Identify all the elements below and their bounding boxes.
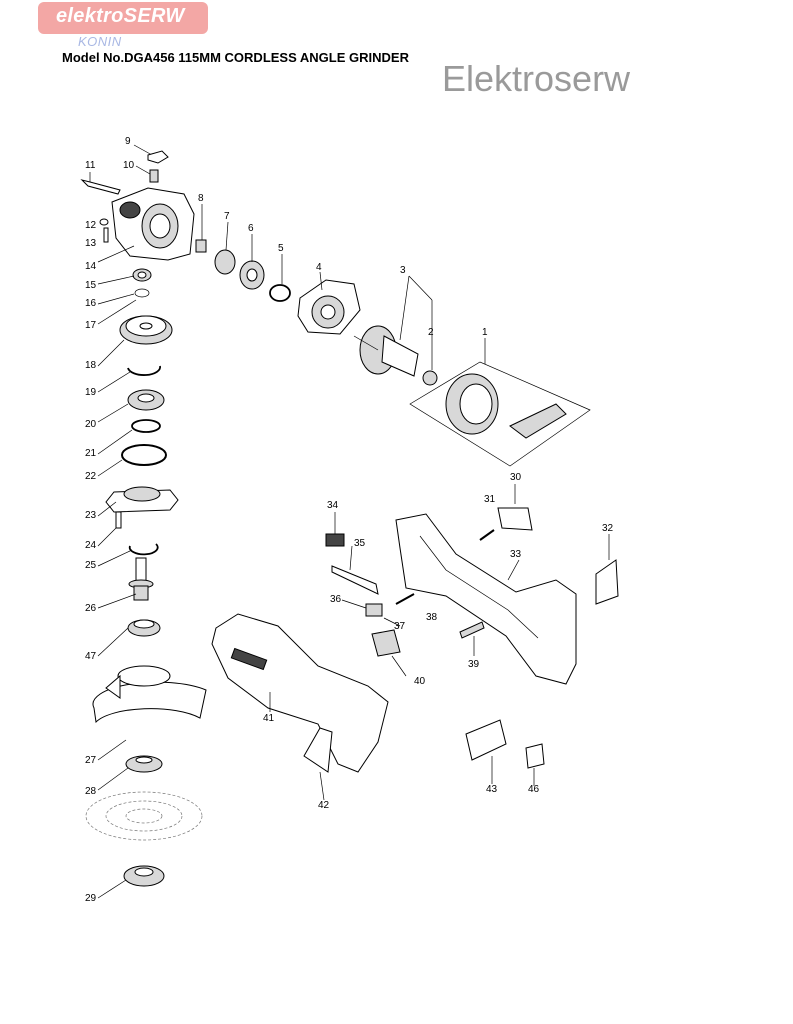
part-10-spring xyxy=(135,165,159,183)
part-13-pin xyxy=(103,227,109,243)
label-part-47: 47 xyxy=(85,651,97,662)
label-part-28: 28 xyxy=(85,786,97,797)
part-15-bearing xyxy=(132,268,152,282)
part-9-lock-button xyxy=(133,144,169,164)
part-40-controller xyxy=(371,629,401,657)
label-part-43: 43 xyxy=(486,784,498,795)
logo-text: elektroSERW xyxy=(56,5,185,27)
part-21-retaining-ring xyxy=(131,419,161,433)
label-part-10: 10 xyxy=(123,160,135,171)
part-42-hook xyxy=(303,727,333,773)
part-38-spring xyxy=(395,593,415,605)
label-part-9: 9 xyxy=(125,136,131,147)
label-part-35: 35 xyxy=(354,538,366,549)
label-part-17: 17 xyxy=(85,320,97,331)
grinding-wheel-outline xyxy=(85,791,203,841)
label-part-27: 27 xyxy=(85,755,97,766)
label-part-1: 1 xyxy=(482,327,488,338)
part-5-o-ring xyxy=(269,284,291,302)
label-part-46: 46 xyxy=(528,784,540,795)
label-part-33: 33 xyxy=(510,549,522,560)
label-part-40: 40 xyxy=(414,676,426,687)
label-part-42: 42 xyxy=(318,800,330,811)
label-part-7: 7 xyxy=(224,211,230,222)
part-8-nut xyxy=(195,239,207,253)
logo-subtext: KONIN xyxy=(78,34,122,49)
part-35-switch-lever xyxy=(331,565,379,595)
label-part-41: 41 xyxy=(263,713,275,724)
label-part-16: 16 xyxy=(85,298,97,309)
watermark: Elektroserw xyxy=(442,58,631,99)
label-part-31: 31 xyxy=(484,494,496,505)
label-part-13: 13 xyxy=(85,238,97,249)
label-part-20: 20 xyxy=(85,419,97,430)
part-1-stator xyxy=(409,361,591,467)
part-29-lock-nut xyxy=(123,865,165,887)
part-26-spindle xyxy=(128,557,154,601)
part-6-ball-bearing xyxy=(239,260,265,290)
logo-background xyxy=(38,2,208,34)
label-part-4: 4 xyxy=(316,262,322,273)
label-part-23: 23 xyxy=(85,510,97,521)
part-47-collar xyxy=(127,619,161,637)
part-33-housing-right xyxy=(395,513,577,685)
label-part-39: 39 xyxy=(468,659,480,670)
part-30-name-plate xyxy=(497,507,533,531)
part-41-housing-left xyxy=(211,613,389,773)
label-part-2: 2 xyxy=(428,327,434,338)
label-part-18: 18 xyxy=(85,360,97,371)
part-46-label xyxy=(525,743,545,769)
label-part-11: 11 xyxy=(85,160,96,171)
label-part-36: 36 xyxy=(330,594,342,605)
part-19-ring-spring xyxy=(127,365,161,376)
part-2-ball-bearing xyxy=(422,370,438,386)
label-part-25: 25 xyxy=(85,560,97,571)
label-part-34: 34 xyxy=(327,500,339,511)
label-part-8: 8 xyxy=(198,193,204,204)
part-23-bearing-box xyxy=(105,486,179,513)
part-labels: 9 10 11 12 13 14 15 16 17 18 19 20 21 22… xyxy=(85,136,614,904)
part-36-switch xyxy=(365,603,383,617)
page-title: Model No.DGA456 115MM CORDLESS ANGLE GRI… xyxy=(62,50,409,65)
part-3-rotor xyxy=(353,325,419,377)
part-32-hook xyxy=(595,559,619,605)
part-12-o-ring xyxy=(99,218,109,226)
label-part-15: 15 xyxy=(85,280,97,291)
part-34-switch-button xyxy=(325,533,345,547)
part-20-ball-bearing xyxy=(127,389,165,411)
part-27-wheel-guard xyxy=(92,665,207,724)
label-part-14: 14 xyxy=(85,261,97,272)
part-14-gear-housing xyxy=(111,187,195,261)
leader-lines xyxy=(97,204,610,899)
label-part-37: 37 xyxy=(394,621,406,632)
part-4-baffle-plate xyxy=(297,279,361,335)
part-39-led-circuit xyxy=(459,621,485,639)
label-part-21: 21 xyxy=(85,448,97,459)
label-part-30: 30 xyxy=(510,472,522,483)
label-part-32: 32 xyxy=(602,523,614,534)
part-25-retaining-ring xyxy=(128,543,159,556)
label-part-24: 24 xyxy=(85,540,97,551)
label-part-29: 29 xyxy=(85,893,97,904)
label-part-38: 38 xyxy=(426,612,438,623)
part-28-inner-flange xyxy=(125,755,163,773)
part-31-screw xyxy=(479,529,495,541)
part-18-spiral-bevel-gear xyxy=(119,315,173,345)
label-part-26: 26 xyxy=(85,603,97,614)
label-part-6: 6 xyxy=(248,223,254,234)
part-11-screw xyxy=(80,172,121,195)
label-part-22: 22 xyxy=(85,471,97,482)
part-24-screw xyxy=(115,511,122,529)
label-part-12: 12 xyxy=(85,220,97,231)
label-part-5: 5 xyxy=(278,243,284,254)
part-16-retaining-ring xyxy=(134,288,150,298)
label-part-3: 3 xyxy=(400,265,406,276)
part-7-spiral-bevel-gear xyxy=(214,249,236,275)
part-43-terminal xyxy=(465,719,507,761)
part-22-o-ring xyxy=(121,444,167,466)
label-part-19: 19 xyxy=(85,387,97,398)
